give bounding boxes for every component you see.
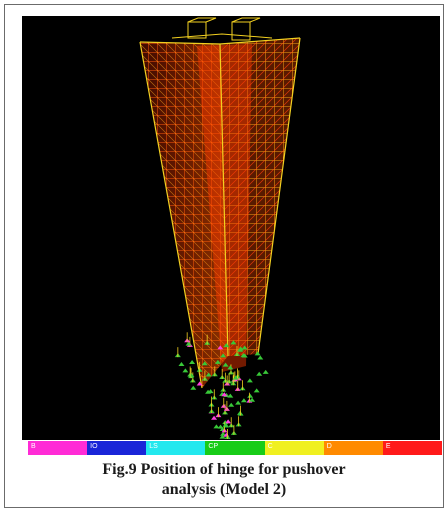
hinge-marker (222, 422, 229, 427)
base-supports (174, 332, 269, 440)
hinge-marker (227, 365, 234, 370)
hinge-marker (217, 345, 224, 350)
building-frame-model (139, 17, 301, 440)
right-facade (220, 38, 300, 356)
hinge-marker (228, 402, 235, 407)
legend-swatch: LS (146, 441, 206, 455)
legend-label: IO (90, 443, 98, 450)
legend-label: C (267, 443, 273, 450)
hinge-marker (178, 362, 185, 367)
hinge-marker (213, 424, 220, 429)
hinge-marker (205, 372, 212, 377)
hinge-marker (225, 419, 232, 424)
hinge-marker (189, 359, 196, 364)
hinge-marker (241, 345, 248, 350)
legend-label: D (326, 443, 332, 450)
hinge-marker (237, 347, 244, 352)
legend-label: B (31, 443, 36, 450)
hinge-marker (207, 389, 214, 394)
hinge-marker (182, 368, 189, 373)
hinge-marker (227, 393, 234, 398)
hinge-marker (235, 400, 242, 405)
hinge-marker (257, 355, 264, 360)
roof-structures (171, 17, 273, 41)
legend-swatch: IO (87, 441, 147, 455)
hinge-marker (253, 388, 260, 393)
legend-swatch: D (323, 441, 383, 455)
hinge-marker (220, 353, 227, 358)
hinge-marker (230, 340, 237, 345)
hinge-marker (223, 343, 230, 348)
legend-label: CP (208, 443, 219, 450)
legend-swatch: C (264, 441, 324, 455)
hinge-marker (247, 393, 254, 398)
caption-line-1: Fig.9 Position of hinge for pushover (102, 461, 346, 478)
legend-swatch: E (382, 441, 442, 455)
legend-label: E (385, 443, 391, 450)
hinge-marker (196, 381, 203, 386)
hinge-state-legend: B IO LS CP C D E (28, 441, 442, 455)
hinge-marker (211, 415, 218, 420)
hinge-marker (185, 341, 192, 346)
hinge-marker (221, 392, 228, 397)
hinge-marker (222, 362, 229, 367)
legend-swatch: CP (205, 441, 265, 455)
hinge-marker (217, 424, 224, 429)
caption-line-2: analysis (Model 2) (161, 481, 287, 498)
hinge-marker (254, 351, 261, 356)
hinge-marker (246, 378, 253, 383)
hinge-marker (220, 431, 227, 436)
legend-label: LS (149, 443, 158, 450)
hinge-marker (214, 359, 221, 364)
hinge-marker (240, 353, 247, 358)
hinge-marker (249, 397, 256, 402)
figure-caption: Fig.9 Position of hinge for pushover ana… (4, 460, 444, 500)
hinge-marker (262, 369, 269, 374)
structural-model-view (22, 16, 440, 440)
hinge-marker (219, 434, 226, 439)
hinge-marker (190, 385, 197, 390)
hinge-marker (256, 371, 263, 376)
hinge-marker (201, 361, 208, 366)
hinge-marker (240, 398, 247, 403)
legend-swatch: B (28, 441, 88, 455)
